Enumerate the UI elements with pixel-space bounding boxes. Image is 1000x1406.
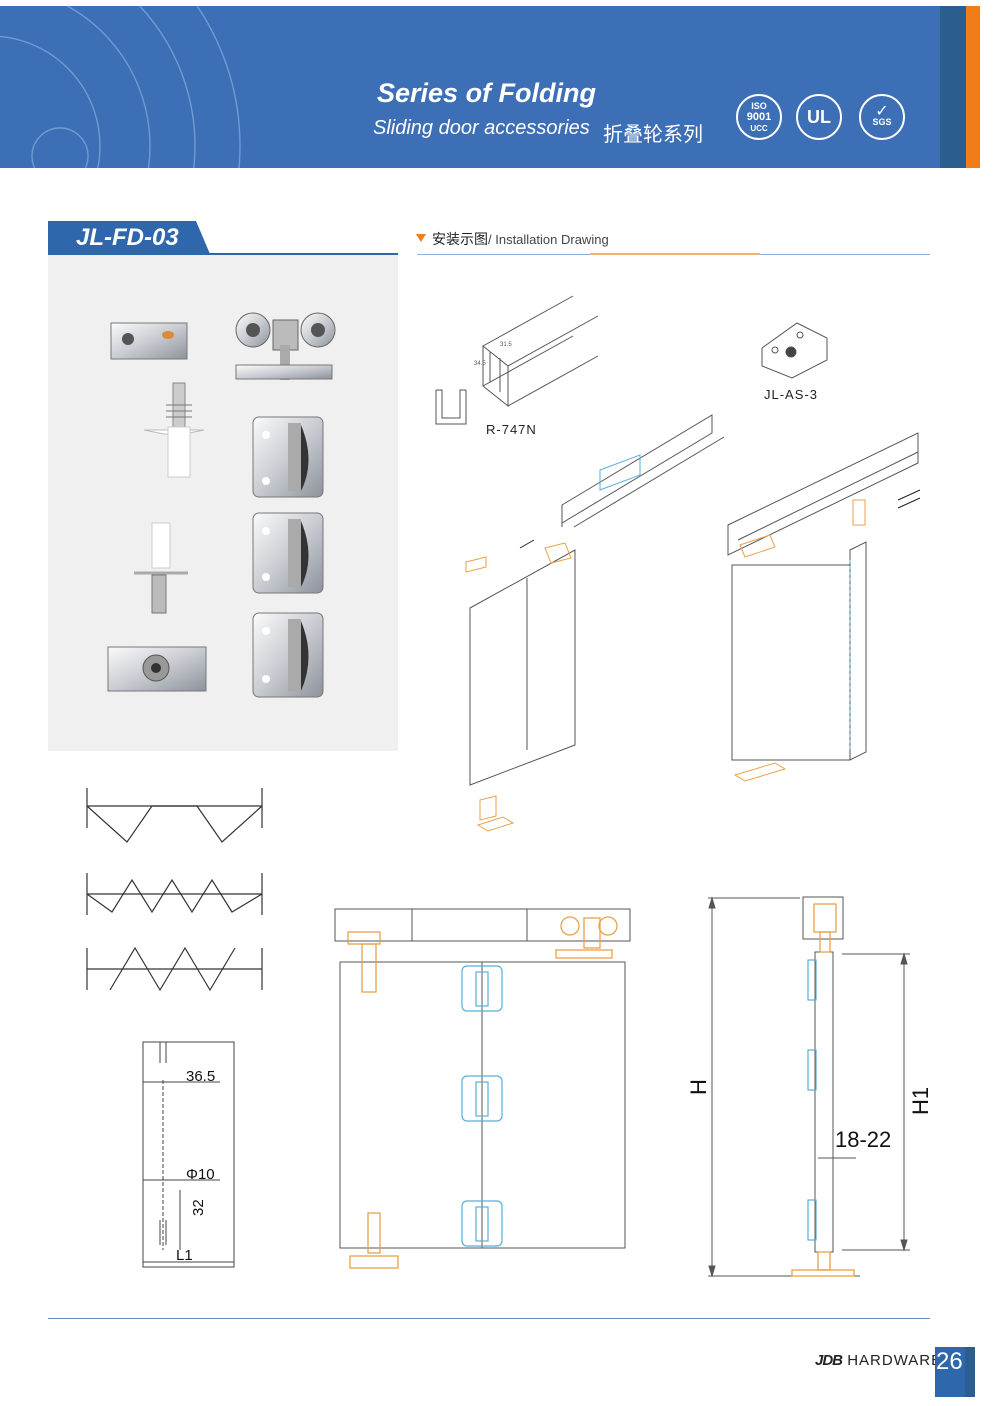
dim-hole-offset: 32 bbox=[190, 1199, 207, 1216]
top-pivot-image bbox=[143, 382, 205, 478]
roller-carrier-image bbox=[235, 312, 336, 380]
folding-schematic-2 bbox=[86, 873, 263, 915]
installation-underline-accent bbox=[590, 253, 760, 255]
bottom-pivot-image bbox=[134, 522, 188, 614]
product-parts-illustration bbox=[107, 312, 336, 698]
hinge-image-2 bbox=[252, 512, 324, 594]
page-number: 26 bbox=[936, 1348, 963, 1375]
product-photo-panel bbox=[48, 255, 398, 751]
page-number-box: 26 bbox=[935, 1347, 965, 1397]
installation-heading: 安装示图/ Installation Drawing bbox=[432, 232, 609, 248]
svg-text:34.5: 34.5 bbox=[474, 361, 486, 367]
footer-brand: JDB HARDWARE bbox=[815, 1352, 943, 1369]
assembled-door-drawing bbox=[727, 432, 921, 782]
bracket-label: JL-AS-3 bbox=[764, 387, 818, 402]
folding-schematic-1 bbox=[86, 788, 263, 843]
footer-rule bbox=[48, 1318, 930, 1319]
dim-gap: 18-22 bbox=[835, 1127, 891, 1152]
dim-hole-diameter: Φ10 bbox=[186, 1166, 215, 1183]
dim-height-total: H bbox=[686, 1079, 711, 1095]
exploded-assembly-drawing bbox=[465, 414, 725, 832]
dim-height-door: H1 bbox=[908, 1087, 933, 1115]
bracket-part-image bbox=[110, 322, 188, 360]
dim-width-top: 36.5 bbox=[186, 1068, 215, 1085]
header-stripe-orange bbox=[966, 6, 980, 168]
series-subtitle: Sliding door accessories bbox=[373, 117, 590, 139]
decorative-circles bbox=[0, 6, 241, 168]
sgs-seal-icon: ✓SGS bbox=[859, 94, 905, 140]
track-profile-label: R-747N bbox=[486, 422, 537, 437]
brand-logo: JDB bbox=[815, 1352, 843, 1369]
hole-position-drawing bbox=[142, 1041, 235, 1268]
header-stripe-dark bbox=[940, 6, 966, 168]
folding-schematic-3 bbox=[86, 946, 263, 992]
side-elevation-drawing bbox=[708, 896, 910, 1278]
model-tab: JL-FD-03 bbox=[48, 221, 210, 254]
model-number: JL-FD-03 bbox=[76, 224, 179, 251]
svg-text:31.5: 31.5 bbox=[500, 342, 512, 348]
track-profile-drawing: 34.5 31.5 bbox=[435, 295, 599, 425]
series-subtitle-cn: 折叠轮系列 bbox=[603, 122, 703, 146]
hinge-image-3 bbox=[252, 612, 324, 698]
header-banner bbox=[0, 6, 940, 168]
model-underline bbox=[48, 253, 398, 255]
dim-length: L1 bbox=[176, 1247, 193, 1264]
floor-guide-image bbox=[107, 646, 207, 692]
hinge-image-1 bbox=[252, 416, 324, 498]
ul-seal-icon: UL bbox=[796, 94, 842, 140]
bracket-drawing bbox=[761, 322, 828, 379]
triangle-down-icon bbox=[416, 234, 426, 242]
front-elevation-drawing bbox=[334, 908, 631, 1269]
page-number-stripe bbox=[965, 1347, 975, 1397]
series-title: Series of Folding bbox=[377, 78, 597, 108]
